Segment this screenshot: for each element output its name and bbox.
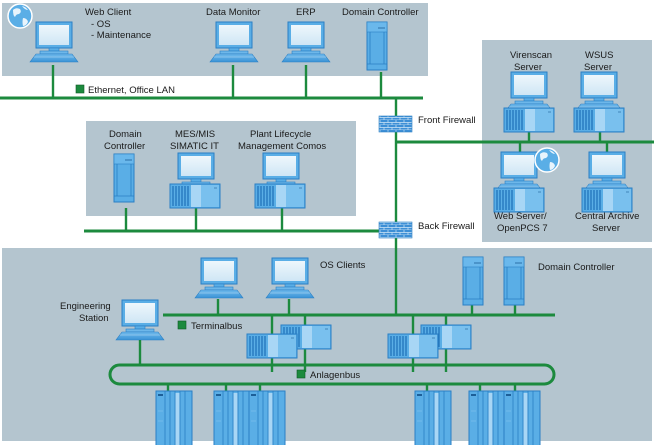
- wsus-label-1: WSUS: [585, 50, 614, 61]
- central-archive-label-2: Server: [592, 223, 620, 234]
- industrial-pc-icon: [254, 183, 306, 209]
- industrial-pc-icon: [493, 187, 545, 213]
- web-client-label: Web Client: [85, 7, 132, 18]
- web-server-label-1: Web Server/: [494, 211, 547, 222]
- data-monitor-label: Data Monitor: [206, 7, 260, 18]
- plm-label-1: Plant Lifecycle: [250, 129, 311, 140]
- industrial-pc-icon: [169, 183, 221, 209]
- office-lan-legend-square: [75, 84, 85, 94]
- web-server-label-2: OpenPCS 7: [497, 223, 548, 234]
- desktop-computer-icon: [209, 21, 259, 63]
- desktop-computer-icon: [504, 71, 554, 113]
- automation-system-icon: [213, 390, 251, 445]
- plm-label-2: Management Comos: [238, 141, 326, 152]
- mes-domain-label-1: Domain: [109, 129, 142, 140]
- back-firewall-icon: [378, 221, 413, 239]
- desktop-computer-icon: [281, 21, 331, 63]
- web-client-sub-maintenance: - Maintenance: [91, 30, 151, 41]
- anlagenbus-ring: [108, 363, 556, 386]
- mes-label-2: SIMATIC IT: [170, 141, 219, 152]
- server-tower-icon: [113, 153, 135, 203]
- front-firewall-label: Front Firewall: [418, 115, 476, 126]
- mes-domain-label-2: Controller: [104, 141, 145, 152]
- desktop-computer-icon: [265, 257, 315, 299]
- engineering-station-label-1: Engineering: [60, 301, 111, 312]
- industrial-pc-icon: [573, 107, 625, 133]
- engineering-station-label-2: Station: [79, 313, 109, 324]
- central-archive-label-1: Central Archive: [575, 211, 639, 222]
- server-tower-icon: [462, 256, 484, 306]
- plant-domain-controller-label: Domain Controller: [538, 262, 615, 273]
- desktop-computer-icon: [194, 257, 244, 299]
- globe-icon: [534, 147, 560, 173]
- erp-label: ERP: [296, 7, 316, 18]
- desktop-computer-icon: [574, 71, 624, 113]
- automation-system-icon: [468, 390, 506, 445]
- desktop-computer-icon: [115, 299, 165, 341]
- desktop-computer-icon: [582, 151, 632, 193]
- os-clients-label: OS Clients: [320, 260, 366, 271]
- wsus-label-2: Server: [584, 62, 612, 73]
- globe-icon: [7, 3, 33, 29]
- anlagenbus-label: Anlagenbus: [310, 370, 360, 381]
- terminalbus-label: Terminalbus: [191, 321, 242, 332]
- automation-system-icon: [503, 390, 541, 445]
- industrial-pc-icon: [503, 107, 555, 133]
- automation-system-icon: [248, 390, 286, 445]
- office-domain-controller-label: Domain Controller: [342, 7, 419, 18]
- industrial-pc-icon: [581, 187, 633, 213]
- office-lan-label: Ethernet, Office LAN: [88, 85, 175, 96]
- web-client-sub-os: - OS: [91, 19, 111, 30]
- desktop-computer-icon: [29, 21, 79, 63]
- server-tower-icon: [503, 256, 525, 306]
- mes-label-1: MES/MIS: [175, 129, 215, 140]
- virenscan-label-1: Virenscan: [510, 50, 552, 61]
- server-tower-icon: [366, 21, 388, 71]
- industrial-pc-icon: [387, 333, 439, 359]
- back-firewall-label: Back Firewall: [418, 221, 475, 232]
- anlagenbus-legend-square: [296, 369, 306, 379]
- office-zone-panel: [2, 3, 428, 76]
- terminalbus-legend-square: [177, 320, 187, 330]
- industrial-pc-icon: [246, 333, 298, 359]
- virenscan-label-2: Server: [514, 62, 542, 73]
- automation-system-icon: [414, 390, 452, 445]
- front-firewall-icon: [378, 115, 413, 133]
- automation-system-icon: [155, 390, 193, 445]
